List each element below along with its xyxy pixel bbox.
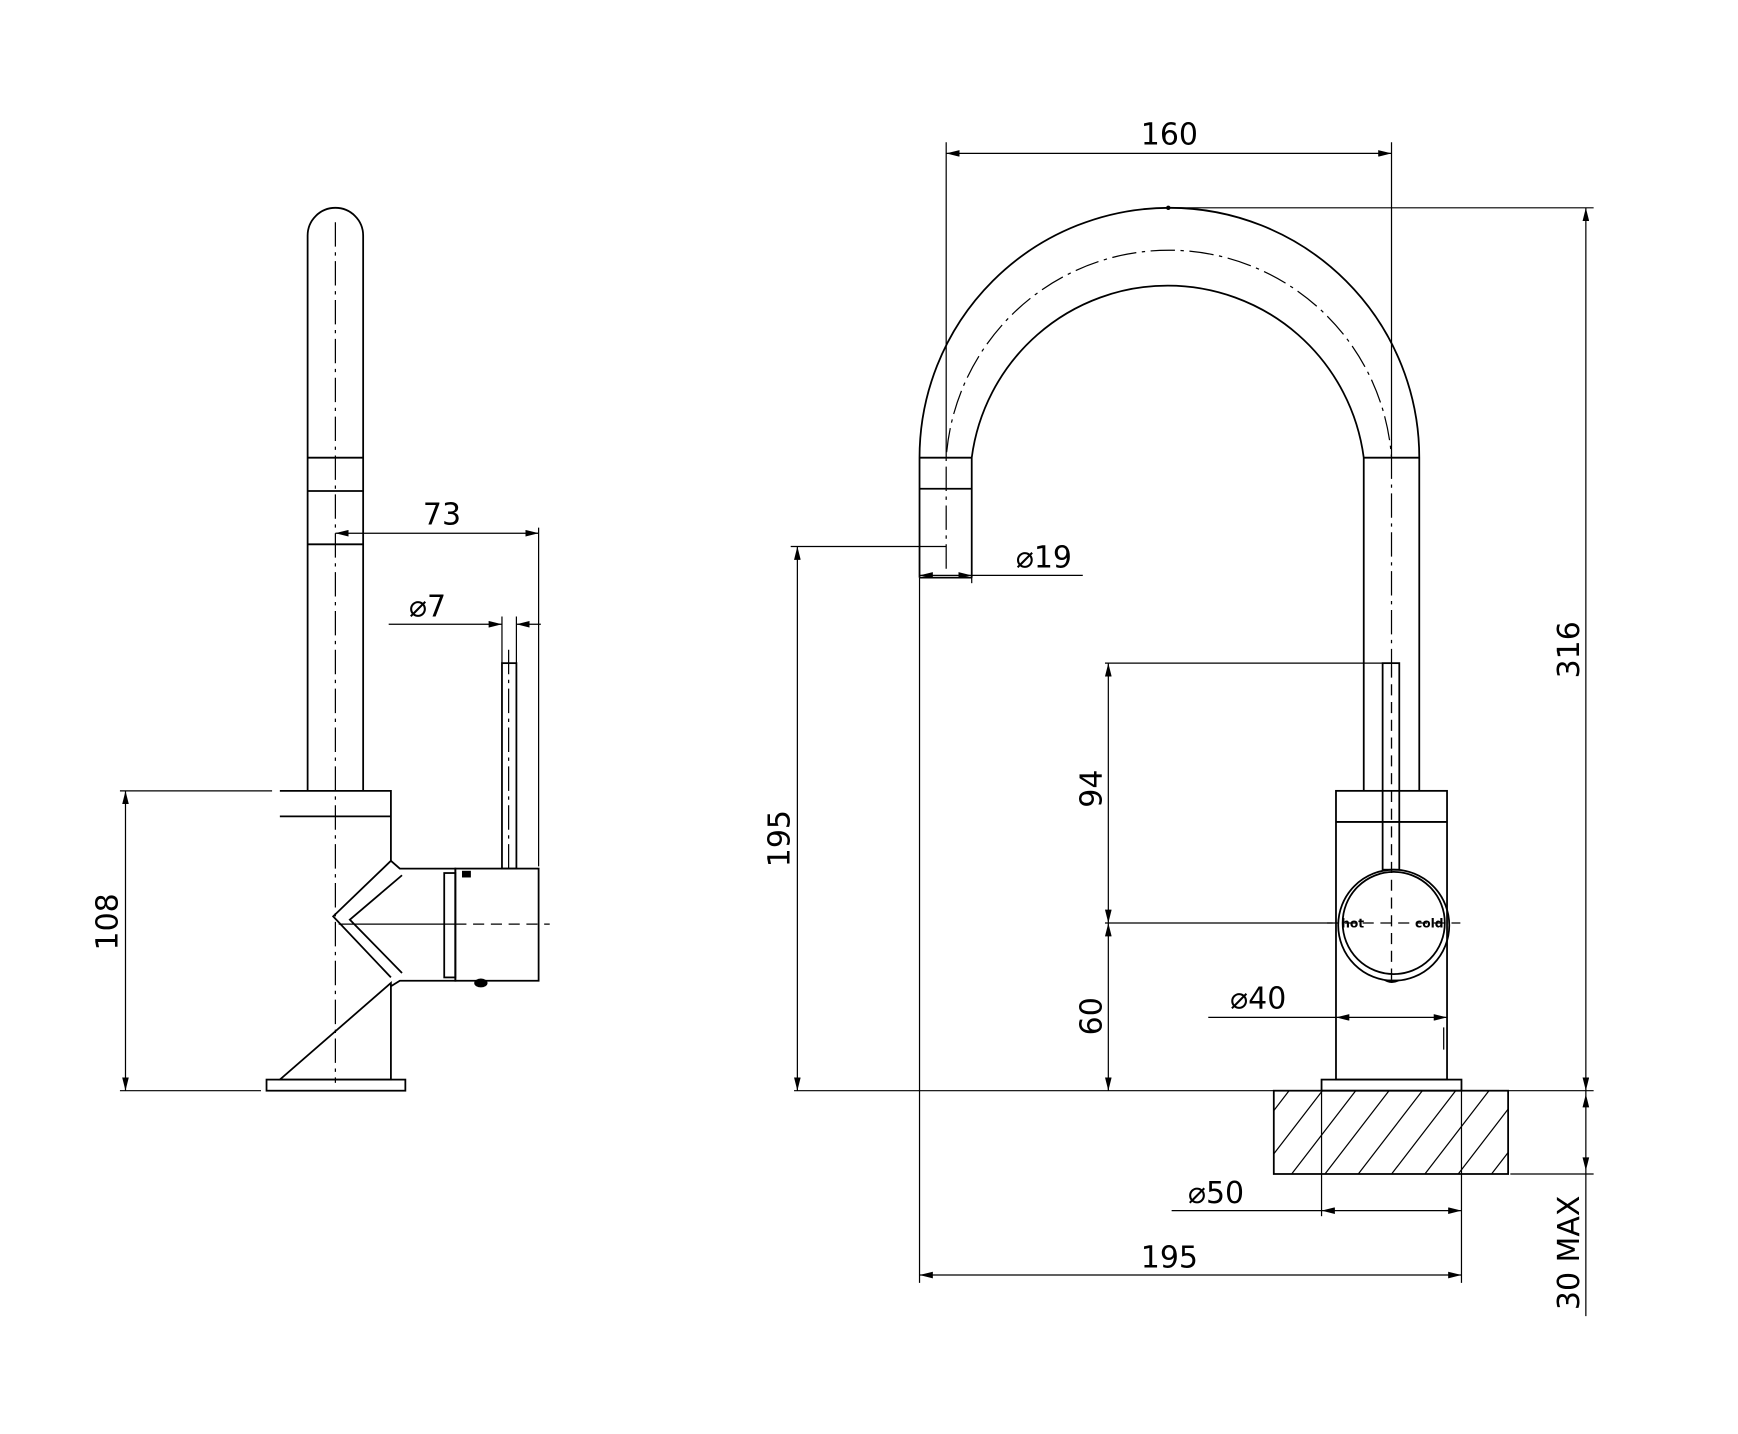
- handle-indicator: [1382, 979, 1402, 983]
- dim-label-30max: 30 MAX: [1552, 1196, 1587, 1311]
- dim-label-195-projection: 195: [1141, 1240, 1198, 1275]
- dim-label-160: 160: [1141, 118, 1198, 153]
- dim-label-60: 60: [1075, 997, 1110, 1035]
- dim-label-94: 94: [1075, 770, 1110, 808]
- dim-label-dia19: ⌀19: [1016, 541, 1072, 576]
- side-view: 73 ⌀7 108: [91, 206, 550, 1092]
- side-base-plate: [265, 1078, 407, 1092]
- dim-label-dia50: ⌀50: [1188, 1176, 1244, 1211]
- side-indicator: [461, 870, 471, 878]
- spout-outer: [918, 206, 1421, 791]
- front-view: hot cold 160 316 30 MAX 195: [763, 118, 1594, 1317]
- side-spout-tube: [306, 206, 365, 791]
- spout-centerline: [945, 249, 1393, 667]
- dim-label-195-height: 195: [763, 810, 798, 867]
- dim-label-73: 73: [423, 497, 461, 532]
- dim-label-316: 316: [1552, 621, 1587, 678]
- bench-hatch: [1273, 1090, 1509, 1174]
- side-ring: [443, 872, 457, 979]
- dim-label-108: 108: [91, 893, 126, 950]
- front-base-plate: [1320, 1078, 1463, 1092]
- side-aerator: [474, 978, 488, 988]
- dim-label-dia7: ⌀7: [409, 589, 446, 624]
- label-hot: hot: [1341, 916, 1364, 930]
- spout-inner: [970, 284, 1365, 791]
- dim-label-dia40: ⌀40: [1230, 982, 1286, 1017]
- label-cold: cold: [1415, 916, 1444, 930]
